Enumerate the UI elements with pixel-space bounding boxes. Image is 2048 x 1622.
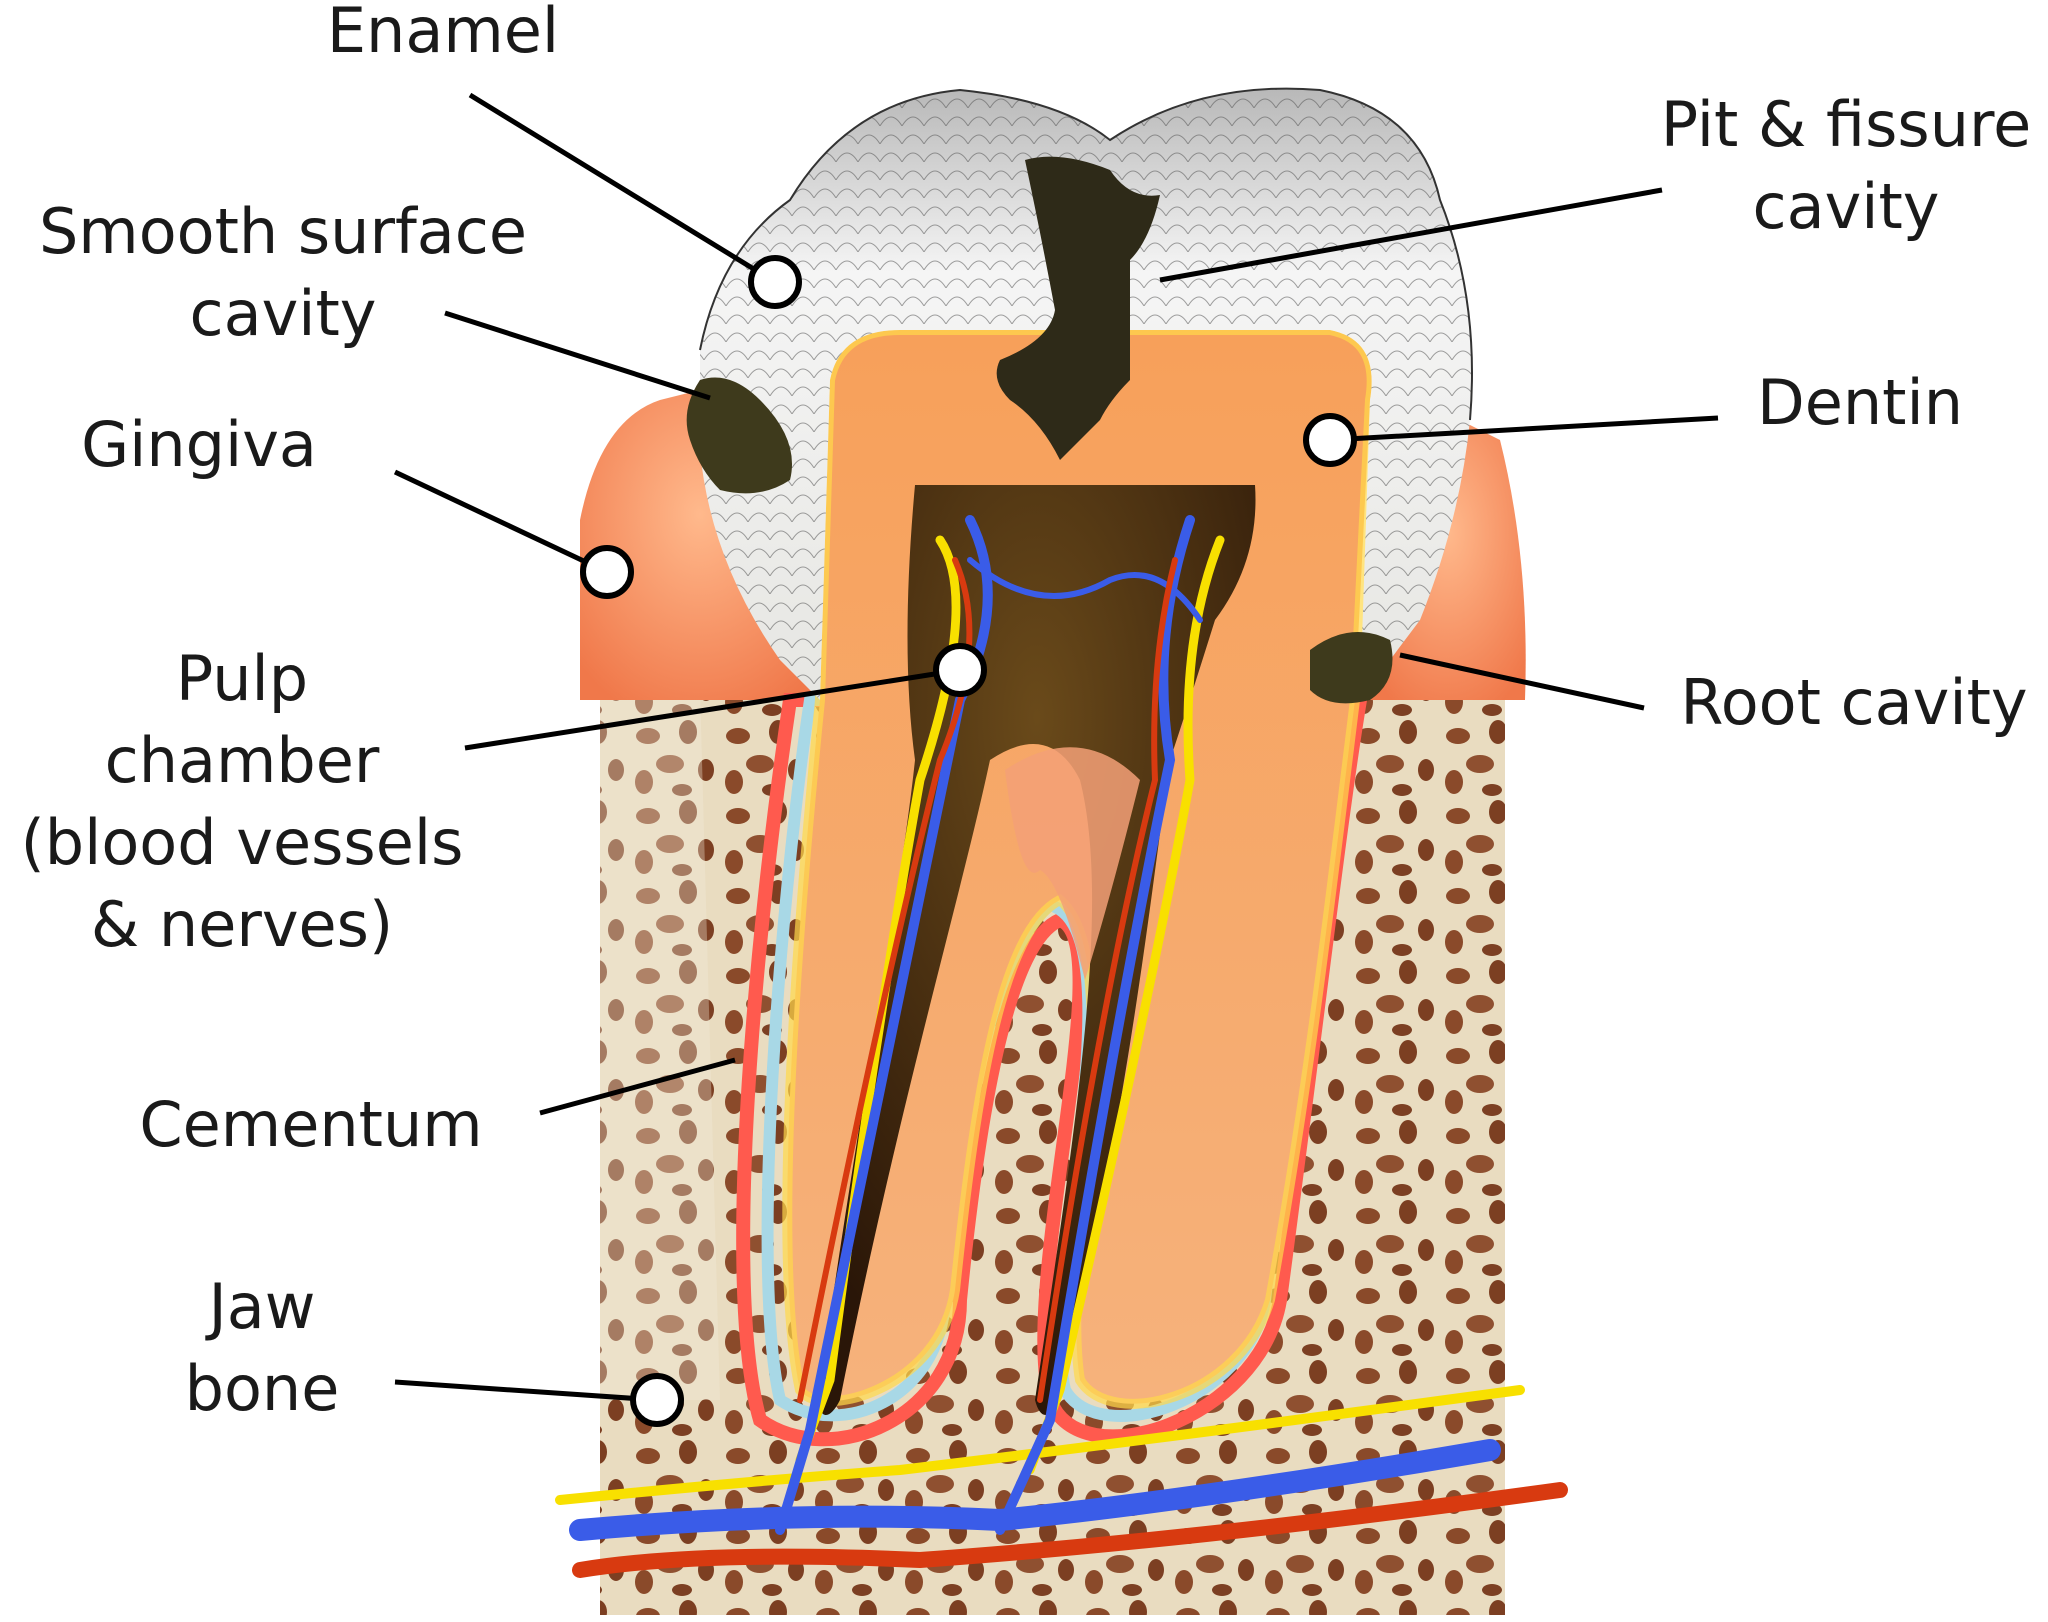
label-root-cavity: Root cavity bbox=[1680, 666, 2027, 739]
label-pit-fissure-cavity-line1: Pit & fissure bbox=[1661, 88, 2032, 161]
gingiva-marker bbox=[580, 545, 634, 599]
label-jaw-bone-line2: bone bbox=[185, 1352, 340, 1425]
labels: Enamel Smooth surface cavity Gingiva Pul… bbox=[21, 0, 2032, 1425]
pulp-chamber-marker bbox=[933, 643, 987, 697]
label-pulp-chamber-line4: & nerves) bbox=[91, 888, 393, 961]
enamel-marker bbox=[748, 255, 802, 309]
label-smooth-surface-cavity-line2: cavity bbox=[190, 277, 377, 350]
label-pit-fissure-cavity-line2: cavity bbox=[1753, 170, 1940, 243]
jaw-bone-marker bbox=[630, 1373, 684, 1427]
label-gingiva: Gingiva bbox=[81, 408, 317, 481]
pit-fissure-decay bbox=[996, 156, 1160, 460]
marker-dots bbox=[580, 255, 1357, 1427]
veins bbox=[569, 515, 1501, 1541]
label-dentin: Dentin bbox=[1757, 366, 1963, 439]
label-jaw-bone-line1: Jaw bbox=[205, 1270, 316, 1343]
pulp-chamber bbox=[818, 485, 1256, 1415]
leader-lines bbox=[393, 92, 1719, 1403]
label-cementum: Cementum bbox=[139, 1088, 482, 1161]
label-pulp-chamber-line1: Pulp bbox=[176, 642, 308, 715]
label-pulp-chamber-line2: chamber bbox=[105, 724, 380, 797]
smooth-surface-decay bbox=[686, 377, 792, 494]
dentin-marker bbox=[1303, 413, 1357, 467]
arteries bbox=[572, 557, 1568, 1578]
label-enamel: Enamel bbox=[327, 0, 559, 67]
label-smooth-surface-cavity-line1: Smooth surface bbox=[39, 195, 527, 268]
decay bbox=[686, 156, 1393, 704]
enamel bbox=[699, 87, 1473, 701]
root-decay bbox=[1310, 632, 1393, 704]
label-pulp-chamber-line3: (blood vessels bbox=[21, 806, 464, 879]
